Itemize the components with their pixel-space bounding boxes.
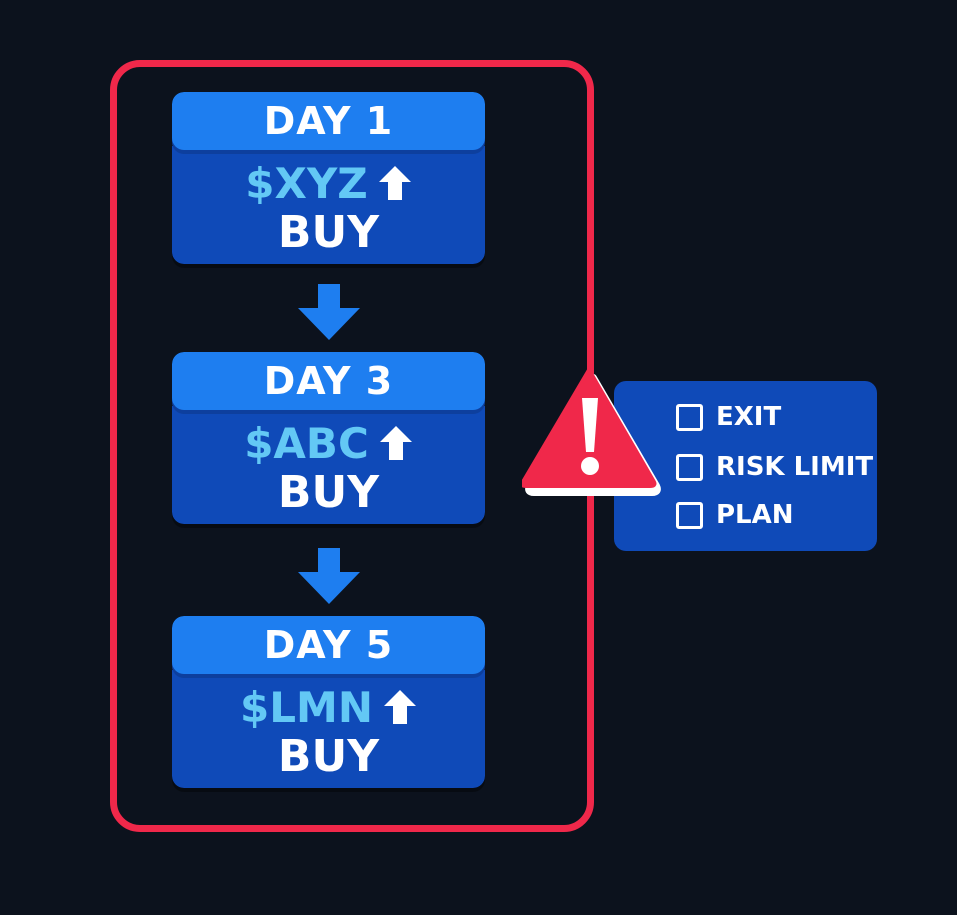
checkbox[interactable] [676,501,703,529]
warning-triangle-icon [522,368,661,496]
arrow-up-icon [383,690,416,724]
ticker-symbol: $XYZ [245,158,368,208]
ticker-row: $ABC [244,418,413,468]
step-card-day-3: DAY 3 $ABC BUY [172,352,485,524]
checklist-label: RISK LIMIT [716,452,874,482]
ticker-row: $LMN [240,682,417,732]
step-body: $ABC BUY [172,406,485,524]
checklist-item-risk-limit[interactable]: RISK LIMIT [676,452,873,482]
checklist-item-plan[interactable]: PLAN [676,500,794,530]
step-card-day-5: DAY 5 $LMN BUY [172,616,485,788]
checklist-item-exit[interactable]: EXIT [676,402,781,432]
action-label: BUY [277,731,380,782]
arrow-up-icon [379,426,412,460]
checklist-label: PLAN [716,500,794,530]
checklist-panel: EXIT RISK LIMIT PLAN [614,381,877,551]
arrow-up-icon [378,166,411,200]
checkbox[interactable] [676,453,703,481]
ticker-symbol: $LMN [240,682,373,732]
checkbox[interactable] [676,403,703,431]
action-label: BUY [277,207,380,258]
step-day-label: DAY 3 [172,352,485,410]
step-body: $XYZ BUY [172,146,485,264]
step-card-day-1: DAY 1 $XYZ BUY [172,92,485,264]
arrow-down-icon [298,548,360,604]
checklist-label: EXIT [716,402,782,432]
arrow-down-icon [298,284,360,340]
ticker-row: $XYZ [245,158,411,208]
step-body: $LMN BUY [172,670,485,788]
action-label: BUY [277,467,380,518]
step-day-label: DAY 5 [172,616,485,674]
ticker-symbol: $ABC [244,418,369,468]
step-day-label: DAY 1 [172,92,485,150]
